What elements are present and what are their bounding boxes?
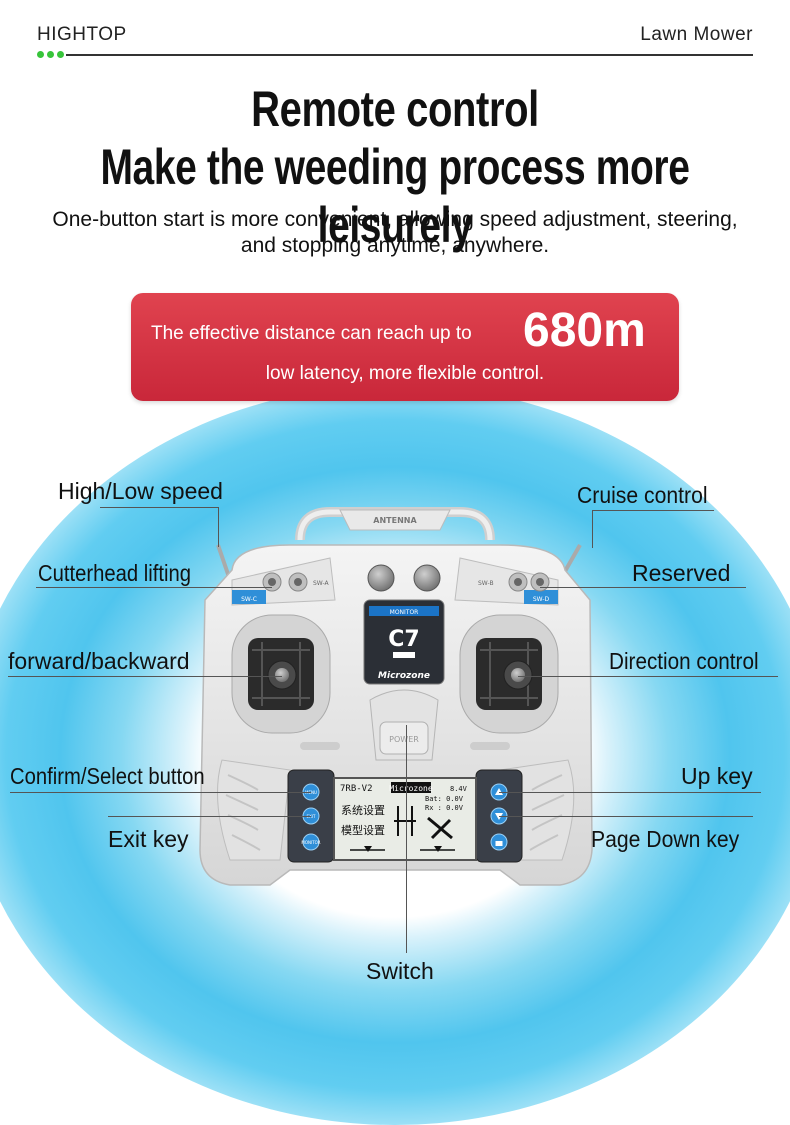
leader-cruise-control [592, 510, 714, 511]
model-label: C7 [388, 627, 419, 652]
screen-menu-system: 系统设置 [341, 804, 385, 817]
callout-cutterhead-lifting: Cutterhead lifting [38, 560, 192, 586]
callout-high-low-speed: High/Low speed [58, 478, 223, 504]
monitor-label: MONITOR [390, 609, 419, 616]
callout-direction-control: Direction control [609, 648, 759, 674]
banner-text: The effective distance can reach up to [151, 323, 472, 344]
header-divider [66, 54, 753, 56]
category-label: Lawn Mower [640, 24, 753, 45]
antenna-label: ANTENNA [373, 516, 417, 525]
callout-reserved: Reserved [632, 560, 731, 586]
callout-exit-key: Exit key [108, 826, 189, 852]
sw-b-label: SW-B [478, 580, 494, 587]
screen-logo: Microzone [389, 784, 433, 793]
sw-d-label: SW-D [533, 596, 550, 603]
screen-rx: Rx : 0.0V [425, 804, 464, 812]
leader-up-key [499, 792, 761, 793]
exit-key-label: EXIT [307, 814, 316, 819]
leader-exit-key [108, 816, 311, 817]
leader-confirm-select [10, 792, 311, 793]
sw-c-label: SW-C [241, 596, 257, 603]
headline-title: Remote control [251, 81, 539, 137]
callout-cruise-control: Cruise control [577, 482, 708, 508]
leader-page-down-key [499, 816, 753, 817]
distance-banner: The effective distance can reach up to 6… [131, 293, 679, 401]
leader-high-low-speed [100, 507, 218, 508]
sw-a-label: SW-A [313, 580, 330, 587]
screen-bat: Bat: 0.0V [425, 795, 464, 803]
header-dots [37, 51, 64, 58]
power-label: POWER [389, 735, 419, 744]
monitor-key-label: MONITOR [301, 840, 320, 845]
screen-menu-model: 模型设置 [341, 823, 385, 837]
menu-key-label: MENU [305, 790, 317, 795]
leader-switch [406, 725, 407, 953]
callout-switch: Switch [366, 958, 434, 984]
callout-up-key: Up key [681, 763, 753, 789]
callout-confirm-select: Confirm/Select button [10, 763, 205, 789]
screen-voltage: 8.4V [450, 785, 468, 793]
monitor-key-icon [302, 833, 320, 851]
screen-title: 7RB-V2 [340, 784, 373, 794]
leader-forward-backward [8, 676, 282, 677]
leader-direction-control [518, 676, 778, 677]
headline-subtitle: One-button start is more convenient, all… [52, 208, 738, 257]
banner-distance: 680m [523, 304, 646, 357]
leader-cutterhead-lifting [36, 587, 272, 588]
leader-cruise-control-drop [592, 510, 593, 548]
brand-logo: Microzone [378, 671, 430, 681]
callout-forward-backward: forward/backward [8, 648, 190, 674]
callout-page-down-key: Page Down key [591, 826, 740, 852]
leader-high-low-speed-drop [218, 507, 219, 547]
banner-subtext: low latency, more flexible control. [265, 363, 545, 384]
leader-reserved [540, 587, 746, 588]
brand-name: HIGHTOP [37, 24, 127, 45]
headline-tagline: Make the weeding process more leisurely [100, 139, 690, 253]
